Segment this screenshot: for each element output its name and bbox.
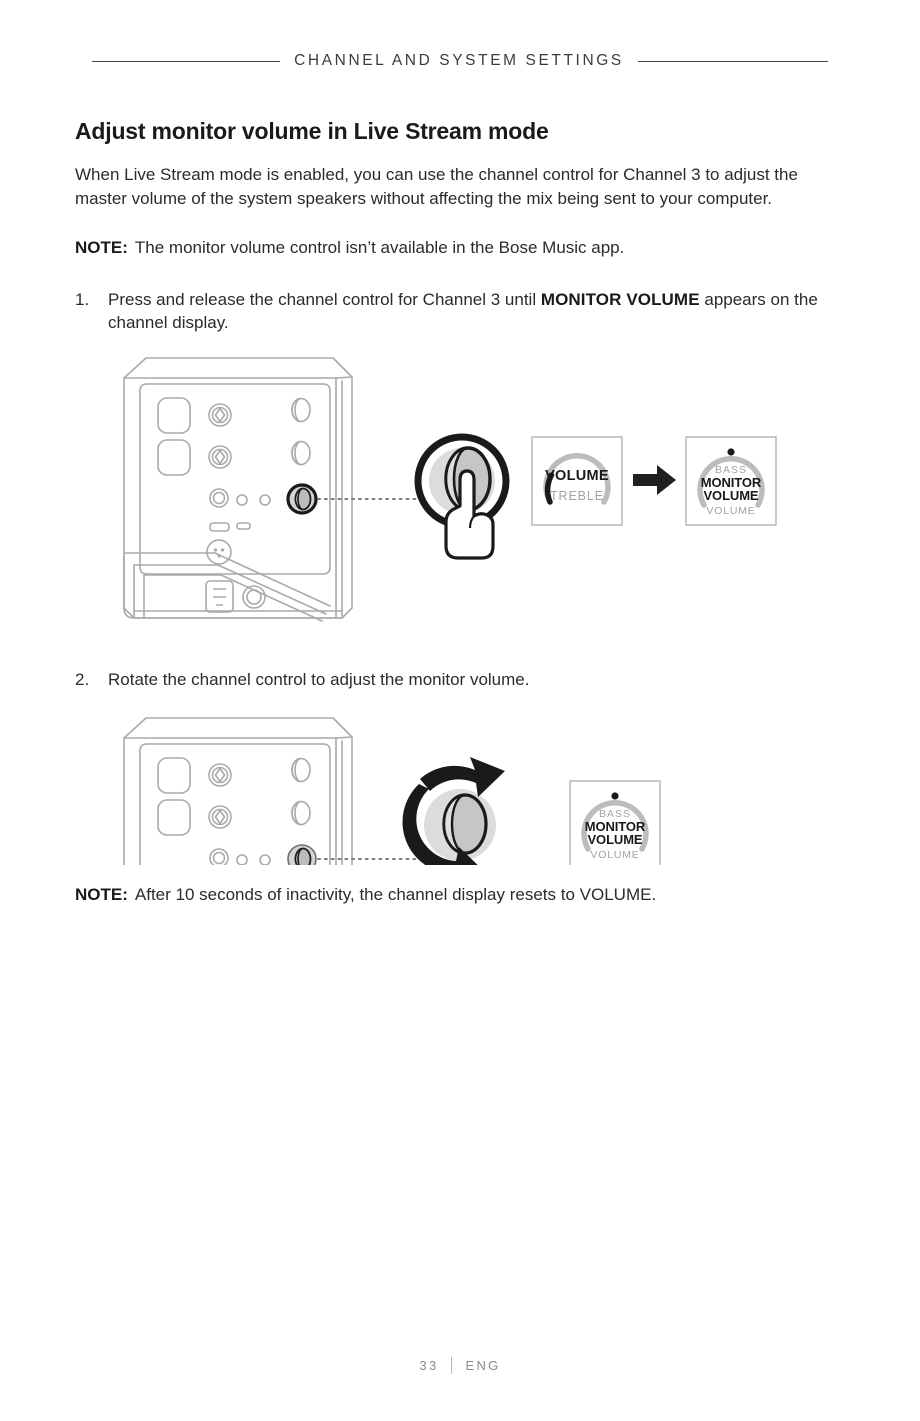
note-bottom-text: After 10 seconds of inactivity, the chan… bbox=[134, 885, 657, 904]
channel-display-after: BASS MONITOR VOLUME VOLUME bbox=[685, 435, 777, 526]
display-before-main-label: VOLUME bbox=[545, 468, 609, 484]
step-text-1-emphasis: MONITOR VOLUME bbox=[540, 289, 700, 309]
running-header: CHANNEL AND SYSTEM SETTINGS bbox=[0, 52, 920, 70]
note-top-text: The monitor volume control isn’t availab… bbox=[134, 238, 625, 257]
right-arrow-icon bbox=[633, 464, 676, 495]
header-rule-right bbox=[637, 60, 828, 62]
footer-separator bbox=[451, 1357, 453, 1374]
channel-display-rotate: BASS MONITOR VOLUME VOLUME bbox=[569, 780, 661, 865]
display-rotate-bottom-label: VOLUME bbox=[590, 849, 639, 861]
step-item-1: 1. Press and release the channel control… bbox=[75, 288, 845, 335]
note-top: NOTE: The monitor volume control isn’t av… bbox=[75, 236, 845, 260]
rotate-arrow-icon bbox=[402, 757, 505, 865]
channel-3-knob-highlight bbox=[286, 482, 318, 515]
step-number-1: 1. bbox=[75, 289, 90, 309]
display-rotate-main-line1: MONITOR bbox=[585, 819, 646, 834]
step-text-1-before: Press and release the channel control fo… bbox=[108, 289, 541, 309]
note-bottom: NOTE: After 10 seconds of inactivity, the… bbox=[75, 883, 845, 907]
step-number-2: 2. bbox=[75, 669, 90, 689]
magnified-knob-rotate bbox=[402, 757, 505, 865]
page-footer: 33 ENG bbox=[0, 1357, 920, 1374]
running-header-title: CHANNEL AND SYSTEM SETTINGS bbox=[294, 52, 624, 69]
display-after-main-line2: VOLUME bbox=[703, 488, 758, 503]
step-text-2-before: Rotate the channel control to adjust the… bbox=[108, 669, 530, 689]
figure-rotate-channel-control: BASS MONITOR VOLUME VOLUME bbox=[120, 713, 845, 865]
step-item-2: 2. Rotate the channel control to adjust … bbox=[75, 668, 845, 692]
channel-display-before: VOLUME TREBLE bbox=[531, 435, 623, 526]
footer-language: ENG bbox=[465, 1358, 501, 1373]
step-text-1: Press and release the channel control fo… bbox=[108, 288, 845, 335]
header-rule-left bbox=[92, 60, 281, 62]
magnified-knob-press bbox=[414, 433, 510, 560]
display-rotate-main-line2: VOLUME bbox=[587, 832, 642, 847]
display-after-main-line1: MONITOR bbox=[701, 475, 762, 490]
intro-paragraph: When Live Stream mode is enabled, you ca… bbox=[75, 165, 798, 208]
display-before-bottom-label: TREBLE bbox=[550, 489, 604, 503]
figure-press-channel-control: VOLUME TREBLE BASS MONITOR VOLUME VOLUME bbox=[120, 353, 845, 638]
page-title: Adjust monitor volume in Live Stream mod… bbox=[75, 118, 549, 144]
display-after-top-label: BASS bbox=[715, 464, 747, 476]
note-top-label: NOTE: bbox=[75, 238, 128, 257]
step-text-2: Rotate the channel control to adjust the… bbox=[108, 668, 845, 692]
channel-3-knob-highlight-2 bbox=[287, 844, 317, 865]
page-content: Adjust monitor volume in Live Stream mod… bbox=[75, 118, 845, 935]
step-text-1-after: appears on the channel display. bbox=[108, 289, 818, 333]
note-bottom-label: NOTE: bbox=[75, 885, 128, 904]
display-rotate-top-label: BASS bbox=[599, 808, 631, 820]
footer-page-number: 33 bbox=[419, 1358, 439, 1373]
display-after-bottom-label: VOLUME bbox=[706, 505, 755, 517]
